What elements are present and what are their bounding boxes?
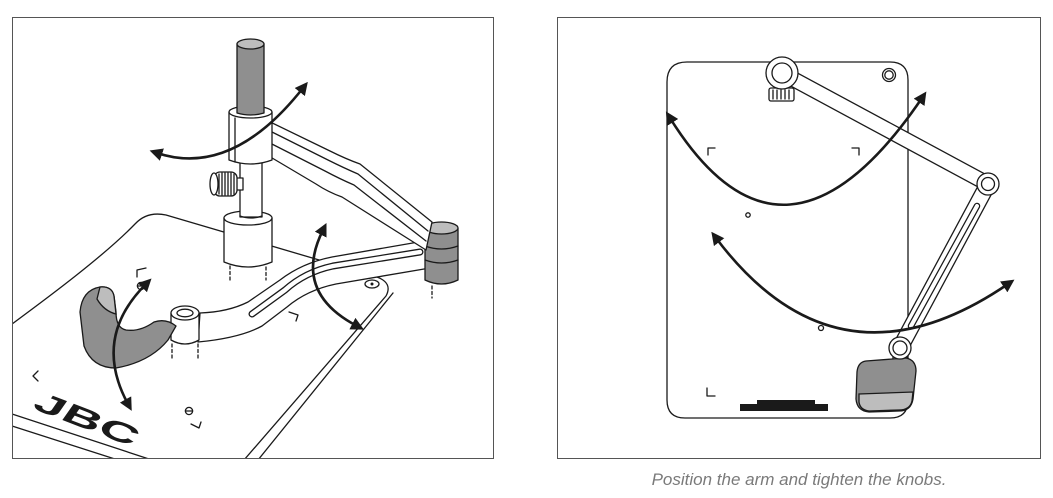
- post-sleeve-body: [223, 217, 273, 268]
- motion-arrows: [112, 81, 364, 411]
- corner-mark: [190, 421, 202, 429]
- holder-pivot-hole: [176, 308, 194, 318]
- corner-mark: [136, 267, 147, 278]
- elbow-joint-inner: [980, 176, 996, 192]
- post-joint-inner: [771, 62, 793, 84]
- iron-holder: [79, 286, 177, 369]
- upper-arm-body: [261, 117, 433, 251]
- knurled-knob-icon: [209, 171, 244, 197]
- elbow-joint-body: [424, 227, 459, 285]
- holder-joint-inner: [892, 340, 908, 356]
- brand-logo-bar: [740, 400, 828, 411]
- top-view-drawing: [665, 56, 1015, 419]
- swing-upper-arm-arrow: [665, 91, 927, 206]
- perspective-drawing: JBC: [13, 38, 459, 458]
- post-top-rod: [236, 38, 265, 116]
- corner-mark: [706, 387, 716, 397]
- figure-caption: Position the arm and tighten the knobs.: [651, 470, 947, 489]
- knob-face: [209, 172, 219, 196]
- rotate-holder-arrow: [112, 278, 152, 411]
- pivot-dot: [370, 282, 374, 286]
- knurl-lines: [218, 172, 235, 196]
- post-top-rod-cap: [236, 38, 265, 50]
- base-plate-edge-right: [258, 292, 394, 458]
- corner-mark: [707, 147, 716, 156]
- upper-arm: [261, 117, 433, 251]
- plate-pivot: [364, 279, 380, 289]
- iron-holder-highlight: [96, 286, 117, 315]
- rotate-collar-arrow: [149, 81, 308, 161]
- screw-icon: [184, 406, 194, 416]
- iron-holder-front: [858, 391, 914, 412]
- right-figure-panel: [557, 17, 1041, 459]
- upper-arm-groove: [265, 140, 427, 242]
- post-joint: [765, 56, 799, 90]
- corner-mark: [851, 147, 860, 156]
- post-top-rod-body: [236, 43, 265, 116]
- upper-arm-groove: [267, 129, 429, 232]
- elbow-joint: [424, 221, 459, 299]
- elbow-joint-band: [424, 245, 459, 250]
- knurled-knob-icon: [768, 87, 795, 102]
- iron-holder: [855, 336, 917, 413]
- upper-arm: [778, 65, 992, 192]
- left-figure-panel: JBC: [12, 17, 494, 459]
- motion-arrows: [665, 91, 1015, 334]
- post-rod-base: [239, 215, 263, 219]
- screw-dot: [745, 212, 751, 218]
- base-plate-edge-front-lower: [13, 425, 114, 458]
- base-plate-edge-front: [13, 413, 148, 458]
- swing-lower-arm-arrow: [711, 231, 1015, 334]
- elbow-joint-band: [424, 259, 459, 264]
- lower-arm: [892, 179, 996, 353]
- screw-dot: [817, 324, 825, 332]
- lower-arm-body: [197, 239, 431, 343]
- logo-bar-upper: [757, 400, 815, 404]
- holder-pivot: [170, 305, 200, 361]
- corner-mark: [288, 311, 299, 322]
- elbow-joint: [976, 172, 1000, 196]
- mounting-hole-inner: [884, 70, 894, 80]
- rotate-elbow-arrow: [311, 223, 364, 330]
- corner-mark: [32, 370, 39, 382]
- logo-bar-lower: [740, 404, 828, 411]
- upper-arm-body: [778, 67, 992, 190]
- holder-pivot-body: [170, 312, 200, 345]
